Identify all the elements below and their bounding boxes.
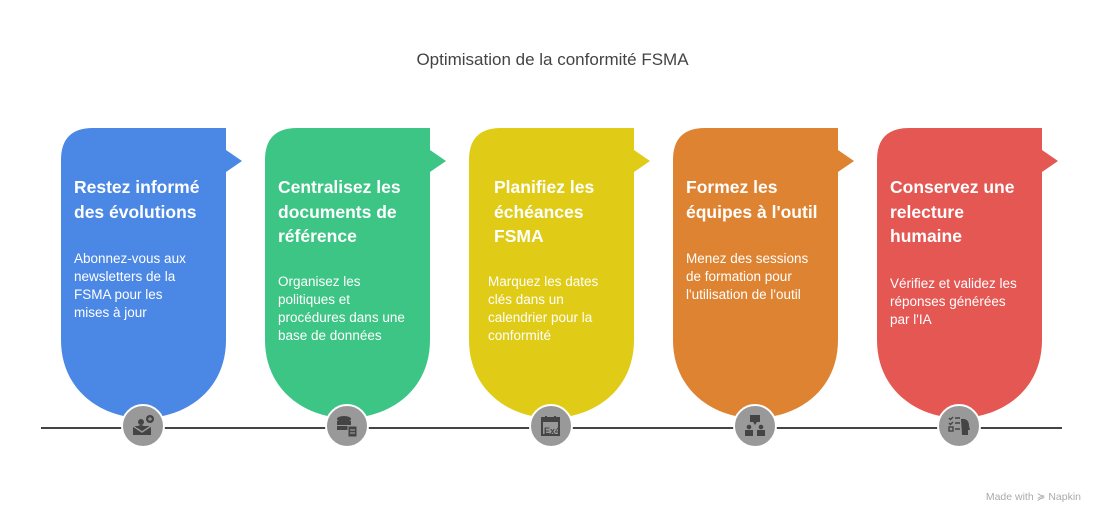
card-shape (877, 128, 1058, 418)
card-shape (469, 128, 650, 418)
step-description: Marquez les dates clés dans un calendrie… (488, 274, 599, 343)
step-title: Conservez une relecture humaine (890, 177, 1015, 246)
svg-text:Ex4: Ex4 (544, 426, 560, 436)
newsletter-subscribe-icon (121, 404, 165, 448)
napkin-watermark: Made with ≽ Napkin (985, 491, 1081, 503)
human-review-checklist-icon (937, 404, 981, 448)
step-description: Vérifiez et validez les réponses générée… (890, 276, 1017, 327)
step-card: Planifiez les échéances FSMA Marquez les… (469, 128, 659, 420)
card-shape (265, 128, 446, 418)
step-card: Conservez une relecture humaine Vérifiez… (877, 128, 1067, 420)
step-card: Centralisez les documents de référence O… (265, 128, 455, 420)
diagram-title: Optimisation de la conformité FSMA (416, 50, 689, 69)
training-team-icon (733, 404, 777, 448)
step-card: Formez les équipes à l'outil Menez des s… (673, 128, 863, 420)
database-document-icon (325, 404, 369, 448)
card-shape (61, 128, 242, 418)
calendar-icon: Ex4 (529, 404, 573, 448)
card-shape (673, 128, 854, 418)
step-title: Formez les équipes à l'outil (686, 177, 818, 222)
step-description: Abonnez-vous aux newsletters de la FSMA … (74, 251, 186, 320)
step-title: Restez informé des évolutions (74, 177, 200, 222)
step-description: Organisez les politiques et procédures d… (278, 274, 405, 343)
step-title: Centralisez les documents de référence (278, 177, 401, 246)
step-card: Restez informé des évolutions Abonnez-vo… (61, 128, 251, 420)
step-title: Planifiez les échéances FSMA (494, 177, 595, 246)
step-description: Menez des sessions de formation pour l'u… (686, 251, 809, 302)
